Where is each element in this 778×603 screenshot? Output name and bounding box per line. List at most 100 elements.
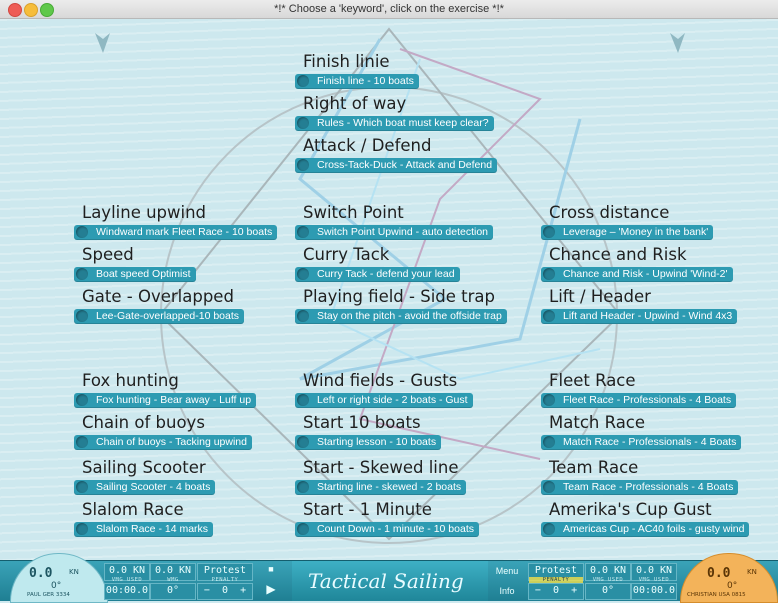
window-titlebar: *!* Choose a 'keyword', click on the exe… xyxy=(0,0,778,19)
keyword-wind-fields[interactable]: Wind fields - Gusts Left or right side -… xyxy=(295,371,479,410)
keyword-label[interactable]: Finish linie xyxy=(303,52,390,71)
exercise-button-lift-header[interactable]: Lift and Header - Upwind - Wind 4x3 xyxy=(541,308,738,324)
keyword-sailing-scooter[interactable]: Sailing Scooter Sailing Scooter - 4 boat… xyxy=(74,458,256,497)
exercise-button-speed[interactable]: Boat speed Optimist xyxy=(74,266,196,282)
keyword-label[interactable]: Gate - Overlapped xyxy=(82,287,234,306)
keyword-label[interactable]: Layline upwind xyxy=(82,203,207,222)
left-penalty-minus-button[interactable]: − xyxy=(203,585,210,596)
keyword-label[interactable]: Sailing Scooter xyxy=(82,458,206,477)
keyword-label[interactable]: Start - 1 Minute xyxy=(303,500,432,519)
exercise-button-right-of-way[interactable]: Rules - Which boat must keep clear? xyxy=(295,115,494,131)
keyword-label[interactable]: Team Race xyxy=(549,458,639,477)
keyword-label[interactable]: Switch Point xyxy=(303,203,404,222)
right-gauge-angle: 0° xyxy=(727,581,738,591)
keyword-team-race[interactable]: Team Race Team Race - Professionals - 4 … xyxy=(541,458,749,497)
keyword-match-race[interactable]: Match Race Match Race - Professionals - … xyxy=(541,413,749,452)
keyword-label[interactable]: Match Race xyxy=(549,413,646,432)
keyword-cross-distance[interactable]: Cross distance Leverage – 'Money in the … xyxy=(541,203,737,242)
play-button[interactable]: ▶ xyxy=(258,582,284,598)
right-penalty-plus-button[interactable]: + xyxy=(571,585,578,596)
exercise-bullet-icon xyxy=(76,268,88,280)
exercise-bullet-icon xyxy=(297,226,309,238)
keyword-label[interactable]: Start 10 boats xyxy=(303,413,421,432)
exercise-button-slalom-race[interactable]: Slalom Race - 14 marks xyxy=(74,521,214,537)
exercise-button-start-skewed[interactable]: Starting line - skewed - 2 boats xyxy=(295,479,467,495)
exercise-bullet-icon xyxy=(543,310,555,322)
exercise-bullet-icon xyxy=(543,394,555,406)
keyword-label[interactable]: Curry Tack xyxy=(303,245,390,264)
exercise-button-start-1-minute[interactable]: Count Down - 1 minute - 10 boats xyxy=(295,521,479,537)
minimize-window-button[interactable] xyxy=(24,3,38,17)
right-penalty-minus-button[interactable]: − xyxy=(534,585,541,596)
exercise-button-finish-line[interactable]: Finish line - 10 boats xyxy=(295,73,419,89)
exercise-button-fox-hunting[interactable]: Fox hunting - Bear away - Luff up xyxy=(74,392,257,408)
exercise-button-cross-distance[interactable]: Leverage – 'Money in the bank' xyxy=(541,224,714,240)
keyword-fleet-race[interactable]: Fleet Race Fleet Race - Professionals - … xyxy=(541,371,749,410)
keyword-layline-upwind[interactable]: Layline upwind Windward mark Fleet Race … xyxy=(74,203,278,242)
keyword-label[interactable]: Playing field - Side trap xyxy=(303,287,495,306)
keyword-curry-tack[interactable]: Curry Tack Curry Tack - defend your lead xyxy=(295,245,507,284)
keyword-americas-cup[interactable]: Amerika's Cup Gust Americas Cup - AC40 f… xyxy=(541,500,750,539)
info-button[interactable]: Info xyxy=(499,586,515,596)
keyword-label[interactable]: Cross distance xyxy=(549,203,670,222)
exercise-button-americas-cup[interactable]: Americas Cup - AC40 foils - gusty wind xyxy=(541,521,750,537)
left-penalty-plus-button[interactable]: + xyxy=(240,585,247,596)
keyword-switch-point[interactable]: Switch Point Switch Point Upwind - auto … xyxy=(295,203,507,242)
exercise-button-match-race[interactable]: Match Race - Professionals - 4 Boats xyxy=(541,434,742,450)
exercise-button-layline[interactable]: Windward mark Fleet Race - 10 boats xyxy=(74,224,278,240)
exercise-button-sailing-scooter[interactable]: Sailing Scooter - 4 boats xyxy=(74,479,216,495)
keyword-chain-of-buoys[interactable]: Chain of buoys Chain of buoys - Tacking … xyxy=(74,413,256,452)
keyword-label[interactable]: Chance and Risk xyxy=(549,245,687,264)
maximize-window-button[interactable] xyxy=(40,3,54,17)
keyword-start-10-boats[interactable]: Start 10 boats Starting lesson - 10 boat… xyxy=(295,413,479,452)
exercise-button-fleet-race[interactable]: Fleet Race - Professionals - 4 Boats xyxy=(541,392,737,408)
exercise-button-chance-risk[interactable]: Chance and Risk - Upwind 'Wind-2' xyxy=(541,266,733,282)
keyword-fox-hunting[interactable]: Fox hunting Fox hunting - Bear away - Lu… xyxy=(74,371,257,410)
exercise-bullet-icon xyxy=(543,481,555,493)
keyword-label[interactable]: Fox hunting xyxy=(82,371,179,390)
keyword-attack-defend[interactable]: Attack / Defend Cross-Tack-Duck - Attack… xyxy=(295,136,498,175)
keyword-label[interactable]: Start - Skewed line xyxy=(303,458,459,477)
keyword-label[interactable]: Speed xyxy=(82,245,134,264)
stop-button[interactable]: ■ xyxy=(258,564,284,580)
keyword-gate-overlapped[interactable]: Gate - Overlapped Lee-Gate-overlapped-10… xyxy=(74,287,277,326)
keyword-label[interactable]: Right of way xyxy=(303,94,407,113)
wind-arrow-left-icon xyxy=(95,33,110,53)
keyword-speed[interactable]: Speed Boat speed Optimist xyxy=(74,245,277,284)
keyword-label[interactable]: Amerika's Cup Gust xyxy=(549,500,712,519)
keyword-finish-line[interactable]: Finish linie Finish line - 10 boats xyxy=(295,52,497,91)
exercise-button-wind-fields[interactable]: Left or right side - 2 boats - Gust xyxy=(295,392,473,408)
exercise-button-chain-of-buoys[interactable]: Chain of buoys - Tacking upwind xyxy=(74,434,252,450)
exercise-button-team-race[interactable]: Team Race - Professionals - 4 Boats xyxy=(541,479,739,495)
exercise-button-gate[interactable]: Lee-Gate-overlapped-10 boats xyxy=(74,308,245,324)
keyword-label[interactable]: Attack / Defend xyxy=(303,136,432,155)
exercise-button-switch-point[interactable]: Switch Point Upwind - auto detection xyxy=(295,224,494,240)
exercise-button-start-10-boats[interactable]: Starting lesson - 10 boats xyxy=(295,434,442,450)
keyword-chance-risk[interactable]: Chance and Risk Chance and Risk - Upwind… xyxy=(541,245,737,284)
keyword-playing-field[interactable]: Playing field - Side trap Stay on the pi… xyxy=(295,287,507,326)
left-time: 00:00.0 xyxy=(104,583,150,600)
exercise-bullet-icon xyxy=(76,310,88,322)
play-icon: ▶ xyxy=(266,582,276,596)
menu-button[interactable]: Menu xyxy=(495,566,519,576)
exercise-bullet-icon xyxy=(543,268,555,280)
exercise-button-curry-tack[interactable]: Curry Tack - defend your lead xyxy=(295,266,460,282)
right-penalty-stepper[interactable]: − 0 + xyxy=(528,583,584,600)
keyword-right-of-way[interactable]: Right of way Rules - Which boat must kee… xyxy=(295,94,497,133)
keyword-label[interactable]: Wind fields - Gusts xyxy=(303,371,458,390)
exercise-button-attack-defend[interactable]: Cross-Tack-Duck - Attack and Defend xyxy=(295,157,498,173)
exercise-button-playing-field[interactable]: Stay on the pitch - avoid the offside tr… xyxy=(295,308,507,324)
keyword-label[interactable]: Lift / Header xyxy=(549,287,651,306)
close-window-button[interactable] xyxy=(8,3,22,17)
keyword-lift-header[interactable]: Lift / Header Lift and Header - Upwind -… xyxy=(541,287,738,326)
keyword-label[interactable]: Slalom Race xyxy=(82,500,184,519)
keyword-start-1-minute[interactable]: Start - 1 Minute Count Down - 1 minute -… xyxy=(295,500,479,539)
keyword-start-skewed[interactable]: Start - Skewed line Starting line - skew… xyxy=(295,458,479,497)
keyword-label[interactable]: Chain of buoys xyxy=(82,413,205,432)
left-penalty-stepper[interactable]: − 0 + xyxy=(197,583,253,600)
keyword-label[interactable]: Fleet Race xyxy=(549,371,636,390)
exercise-bullet-icon xyxy=(297,117,309,129)
keyword-slalom-race[interactable]: Slalom Race Slalom Race - 14 marks xyxy=(74,500,256,539)
